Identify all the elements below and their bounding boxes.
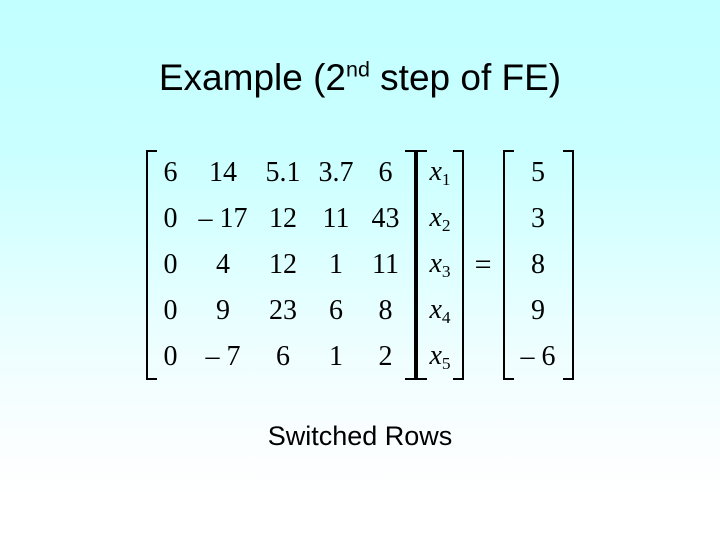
matrix-cell: 12 xyxy=(268,249,297,280)
matrix-cell: 6 xyxy=(378,157,393,188)
rhs-vector-entry: 5 xyxy=(531,157,546,188)
matrix-row: – 6 xyxy=(512,334,565,380)
matrix-cell: 1 xyxy=(328,341,343,372)
variable-subscript: 3 xyxy=(441,261,451,281)
matrix-cell: – 17 xyxy=(198,203,248,234)
matrix-cell: 0 xyxy=(163,341,178,372)
matrix-row: x2 xyxy=(425,196,454,242)
variable-base: x xyxy=(429,339,442,371)
unknown-vector-entry: x1 xyxy=(425,150,454,196)
matrix-cell: 9 xyxy=(215,295,230,326)
matrix-row: x4 xyxy=(425,288,454,334)
variable-base: x xyxy=(429,293,442,325)
matrix-row: x1 xyxy=(425,150,454,196)
matrix-row: x5 xyxy=(425,334,454,380)
page-title: Example (2nd step of FE) xyxy=(0,57,720,99)
title-superscript: nd xyxy=(346,57,370,82)
matrix-row: 0 – 17 12 11 43 xyxy=(157,196,405,242)
matrix-equation: 6 14 5.1 3.7 6 0 – 17 12 11 43 0 xyxy=(0,150,720,380)
variable-subscript: 1 xyxy=(441,169,451,189)
matrix-cell: 3.7 xyxy=(318,157,354,188)
matrix-cell: 0 xyxy=(163,203,178,234)
matrix-row: x3 xyxy=(425,242,454,288)
unknown-vector-entry: x4 xyxy=(425,288,454,334)
variable-subscript: 5 xyxy=(441,353,451,373)
unknown-vector: x1 x2 x3 x4 x5 xyxy=(416,150,464,380)
matrix-row: 9 xyxy=(512,288,565,334)
matrix-cell: – 7 xyxy=(205,341,241,372)
matrix-cell: 5.1 xyxy=(265,157,301,188)
matrix-row: 8 xyxy=(512,242,565,288)
coefficient-matrix: 6 14 5.1 3.7 6 0 – 17 12 11 43 0 xyxy=(146,150,417,380)
variable-base: x xyxy=(429,247,442,279)
matrix-cell: 43 xyxy=(371,203,400,234)
rhs-vector: 5 3 8 9 – 6 xyxy=(502,150,574,380)
matrix-cell: 4 xyxy=(215,249,230,280)
matrix-cell: 0 xyxy=(163,249,178,280)
matrix-cell: 6 xyxy=(163,157,178,188)
rhs-vector-table: 5 3 8 9 – 6 xyxy=(512,150,565,380)
rhs-vector-entry: – 6 xyxy=(520,341,556,372)
unknown-vector-table: x1 x2 x3 x4 x5 xyxy=(425,150,454,380)
variable-subscript: 4 xyxy=(441,307,451,327)
variable-base: x xyxy=(429,201,442,233)
matrix-row: 6 14 5.1 3.7 6 xyxy=(157,150,405,196)
matrix-cell: 11 xyxy=(322,203,350,234)
matrix-cell: 12 xyxy=(268,203,297,234)
variable-subscript: 2 xyxy=(441,215,451,235)
matrix-cell: 2 xyxy=(378,341,393,372)
matrix-row: 0 4 12 1 11 xyxy=(157,242,405,288)
matrix-row: 5 xyxy=(512,150,565,196)
matrix-cell: 8 xyxy=(378,295,393,326)
matrix-cell: 0 xyxy=(163,295,178,326)
title-suffix: step of FE) xyxy=(369,57,562,98)
unknown-vector-entry: x2 xyxy=(425,196,454,242)
matrix-cell: 11 xyxy=(371,249,399,280)
matrix-row: 3 xyxy=(512,196,565,242)
matrix-cell: 6 xyxy=(328,295,343,326)
title-prefix: Example (2 xyxy=(158,57,347,98)
matrix-row: 0 9 23 6 8 xyxy=(157,288,405,334)
coefficient-matrix-table: 6 14 5.1 3.7 6 0 – 17 12 11 43 0 xyxy=(157,150,405,380)
unknown-vector-entry: x3 xyxy=(425,242,454,288)
matrix-cell: 1 xyxy=(328,249,343,280)
matrix-cell: 14 xyxy=(208,157,237,188)
matrix-row: 0 – 7 6 1 2 xyxy=(157,334,405,380)
rhs-vector-entry: 8 xyxy=(531,249,546,280)
unknown-vector-entry: x5 xyxy=(425,334,454,380)
equals-sign: = xyxy=(474,248,492,281)
matrix-cell: 6 xyxy=(275,341,290,372)
caption-text: Switched Rows xyxy=(267,421,453,451)
matrix-cell: 23 xyxy=(268,295,297,326)
variable-base: x xyxy=(429,155,442,187)
rhs-vector-entry: 9 xyxy=(531,295,546,326)
rhs-vector-entry: 3 xyxy=(531,203,546,234)
